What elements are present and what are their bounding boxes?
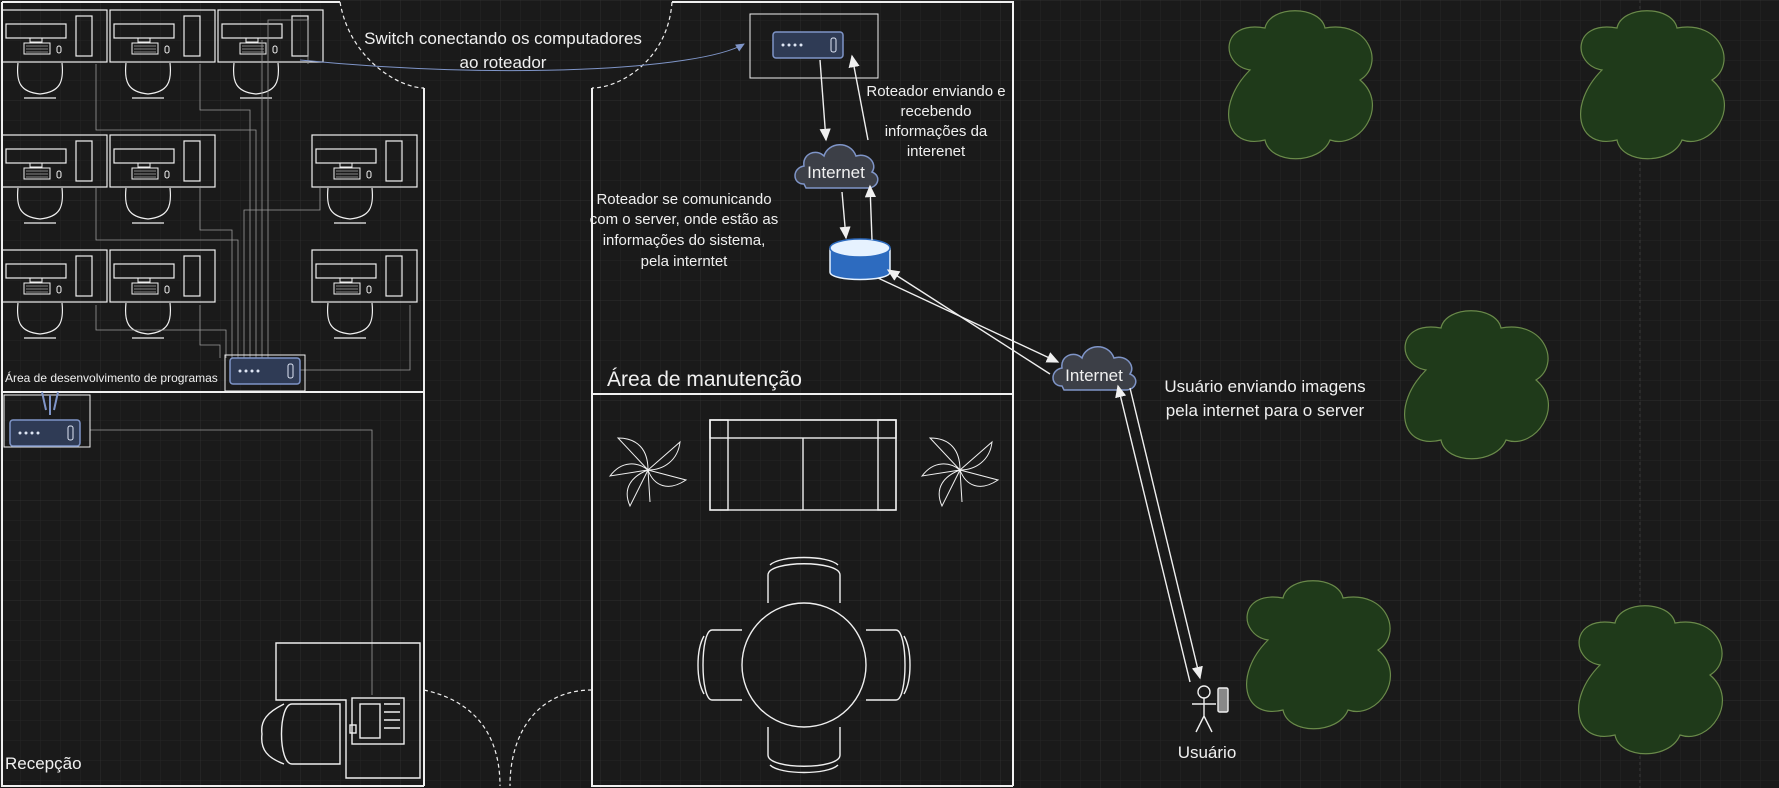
svg-text:pela interntet: pela interntet [641, 253, 729, 270]
tree-5 [1578, 605, 1724, 755]
svg-text:Internet: Internet [1065, 366, 1123, 385]
user-icon [1192, 685, 1229, 733]
svg-text:com o server, onde estão as: com o server, onde estão as [590, 211, 778, 228]
internet-cloud-right: Internet [1052, 345, 1137, 391]
wireless-router-icon [3, 391, 91, 448]
svg-text:informações do sistema,: informações do sistema, [603, 232, 766, 249]
svg-text:Usuário enviando imagens: Usuário enviando imagens [1164, 377, 1365, 396]
database-server-icon [829, 238, 891, 281]
svg-text:Internet: Internet [807, 163, 865, 182]
svg-text:ao roteador: ao roteador [460, 53, 547, 72]
switch-device [224, 354, 306, 392]
tree-4 [1246, 580, 1392, 730]
reception-label: Recepção [5, 754, 82, 773]
sofa-icon [709, 419, 897, 511]
svg-text:interenet: interenet [907, 143, 966, 160]
svg-text:Roteador enviando e: Roteador enviando e [866, 83, 1005, 100]
switch-to-router-link [299, 43, 745, 72]
tree-3 [1404, 310, 1550, 460]
tree-2 [1580, 10, 1726, 160]
dev-area-label: Área de desenvolvimento de programas [5, 370, 218, 385]
svg-text:informações da: informações da [885, 123, 988, 140]
user-label: Usuário [1178, 743, 1237, 762]
user-send-label: Usuário enviando imagens pela internet p… [1164, 377, 1365, 420]
router-send-label: Roteador enviando e recebendo informaçõe… [866, 83, 1005, 160]
svg-text:Roteador se comunicando: Roteador se comunicando [596, 191, 771, 208]
maintenance-area-label: Área de manutenção [607, 368, 802, 391]
internet-cloud-top: Internet [794, 143, 879, 189]
reception-desk-icon [261, 642, 421, 779]
tree-1 [1228, 10, 1374, 160]
network-arrows [819, 54, 1203, 683]
svg-text:pela internet para o server: pela internet para o server [1166, 401, 1365, 420]
router-device [749, 13, 879, 79]
switch-cabling [90, 19, 411, 695]
round-table-icon [697, 556, 911, 774]
svg-text:recebendo: recebendo [901, 103, 972, 120]
router-server-label: Roteador se comunicando com o server, on… [590, 191, 778, 270]
building-walls [1, 1, 1014, 787]
switch-label: Switch conectando os computadores ao rot… [364, 29, 642, 72]
svg-text:Switch conectando os computado: Switch conectando os computadores [364, 29, 642, 48]
